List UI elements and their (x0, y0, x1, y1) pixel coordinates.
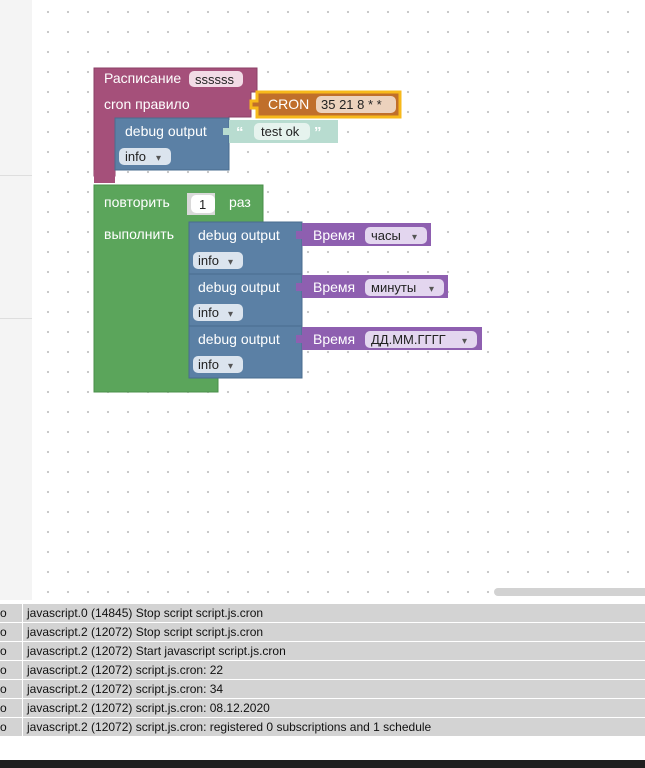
time-label: Время (313, 331, 355, 347)
log-level: o (0, 625, 7, 639)
chevron-down-icon: ▾ (429, 284, 434, 295)
debug-output-label: debug output (125, 123, 207, 139)
log-row: o javascript.2 (12072) script.js.cron: r… (0, 718, 645, 737)
text-value: test ok (261, 124, 300, 139)
log-message: javascript.2 (12072) Stop script script.… (27, 625, 264, 639)
cron-value: 35 21 8 * * (321, 97, 382, 112)
repeat-label: повторить (104, 194, 170, 210)
log-row: o javascript.2 (12072) script.js.cron: 0… (0, 699, 645, 718)
blockly-workspace[interactable]: Расписание ssssss cron правило CRON 35 2… (0, 0, 645, 600)
time-format-dropdown[interactable]: минуты ▾ (365, 279, 444, 296)
debug-output-label: debug output (198, 279, 280, 295)
time-format-value: часы (371, 228, 401, 243)
level-value: info (125, 149, 146, 164)
bottom-bar (0, 760, 645, 768)
time-format-value: минуты (371, 280, 416, 295)
repeat-do-label: выполнить (104, 226, 174, 242)
log-level: o (0, 606, 7, 620)
log-message: javascript.2 (12072) script.js.cron: reg… (27, 720, 432, 734)
debug-output-block-hours[interactable]: debug output info ▾ (188, 221, 303, 275)
cron-block[interactable]: CRON 35 21 8 * * (249, 90, 402, 119)
log-row: o javascript.2 (12072) Stop script scrip… (0, 623, 645, 642)
debug-output-label: debug output (198, 331, 280, 347)
time-block-minutes[interactable]: Время минуты ▾ (296, 275, 448, 298)
debug-output-label: debug output (198, 227, 280, 243)
log-row: o javascript.2 (12072) script.js.cron: 2… (0, 661, 645, 680)
text-block[interactable]: “ test ok ” (223, 120, 338, 143)
horizontal-scrollbar[interactable] (494, 588, 645, 596)
log-message: javascript.0 (14845) Stop script script.… (27, 606, 264, 620)
chevron-down-icon: ▾ (156, 153, 161, 164)
chevron-down-icon: ▾ (228, 257, 233, 268)
level-dropdown[interactable]: info ▾ (193, 356, 243, 373)
level-dropdown[interactable]: info ▾ (193, 304, 243, 321)
log-row: o javascript.2 (12072) Start javascript … (0, 642, 645, 661)
log-level: o (0, 682, 7, 696)
debug-output-block-schedule[interactable]: debug output info ▾ (114, 117, 230, 171)
time-block-hours[interactable]: Время часы ▾ (296, 223, 431, 246)
log-message: javascript.2 (12072) Start javascript sc… (27, 644, 286, 658)
level-dropdown[interactable]: info ▾ (119, 148, 171, 165)
repeat-count-field[interactable]: 1 (187, 193, 215, 215)
time-format-dropdown[interactable]: часы ▾ (365, 227, 427, 244)
level-value: info (198, 253, 219, 268)
time-block-date[interactable]: Время ДД.ММ.ГГГГ ▾ (296, 327, 482, 350)
schedule-name-value: ssssss (195, 72, 235, 87)
log-level: o (0, 720, 7, 734)
chevron-down-icon: ▾ (228, 361, 233, 372)
time-label: Время (313, 227, 355, 243)
debug-output-block-date[interactable]: debug output info ▾ (188, 325, 303, 379)
level-value: info (198, 357, 219, 372)
level-dropdown[interactable]: info ▾ (193, 252, 243, 269)
level-value: info (198, 305, 219, 320)
text-value-field[interactable]: test ok (254, 123, 310, 140)
debug-output-block-minutes[interactable]: debug output info ▾ (188, 273, 303, 327)
repeat-block[interactable]: повторить 1 раз выполнить (93, 184, 264, 393)
schedule-name-field[interactable]: ssssss (189, 71, 243, 87)
quote-close-icon: ” (314, 124, 322, 141)
log-message: javascript.2 (12072) script.js.cron: 34 (27, 682, 224, 696)
chevron-down-icon: ▾ (462, 336, 467, 347)
cron-label: CRON (268, 96, 309, 112)
cron-rule-label: cron правило (104, 96, 190, 112)
repeat-count-value: 1 (199, 197, 206, 212)
chevron-down-icon: ▾ (228, 309, 233, 320)
time-format-value: ДД.ММ.ГГГГ (371, 332, 446, 347)
cron-value-field[interactable]: 35 21 8 * * (316, 96, 396, 113)
log-level: o (0, 644, 7, 658)
log-row: o javascript.2 (12072) script.js.cron: 3… (0, 680, 645, 699)
schedule-label: Расписание (104, 70, 181, 86)
time-label: Время (313, 279, 355, 295)
toolbox-strip (0, 0, 32, 600)
chevron-down-icon: ▾ (412, 232, 417, 243)
quote-open-icon: “ (236, 124, 244, 141)
log-level: o (0, 663, 7, 677)
log-message: javascript.2 (12072) script.js.cron: 22 (27, 663, 224, 677)
time-format-dropdown[interactable]: ДД.ММ.ГГГГ ▾ (365, 331, 477, 348)
log-message: javascript.2 (12072) script.js.cron: 08.… (27, 701, 270, 715)
log-panel: o javascript.0 (14845) Stop script scrip… (0, 604, 645, 740)
log-row: o javascript.0 (14845) Stop script scrip… (0, 604, 645, 623)
log-level: o (0, 701, 7, 715)
repeat-times-label: раз (229, 194, 251, 210)
